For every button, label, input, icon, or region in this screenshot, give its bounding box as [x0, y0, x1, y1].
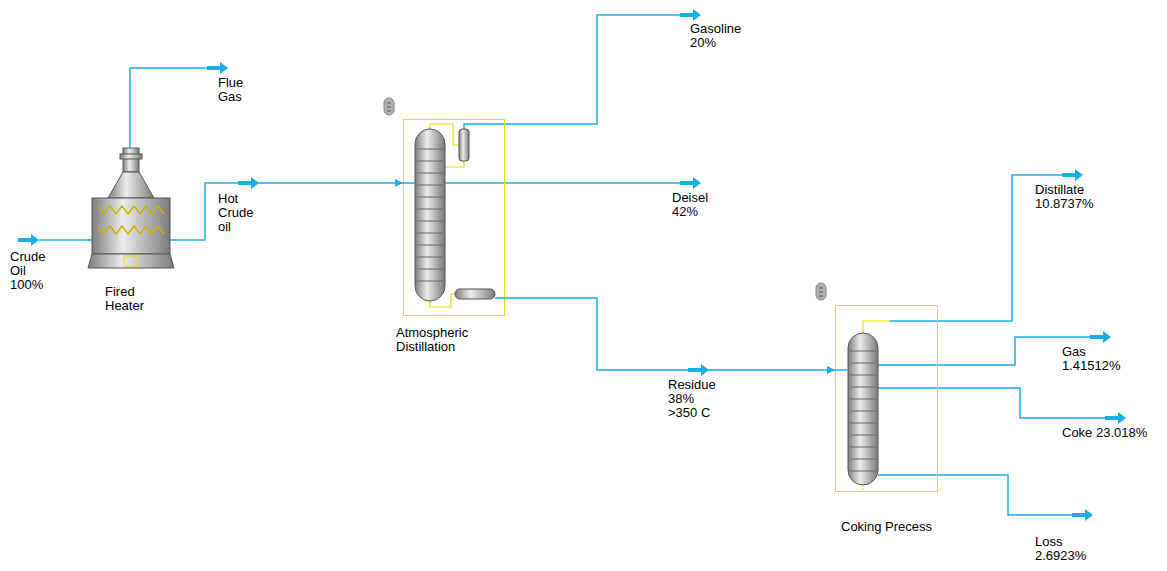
unit-label: Coking Precess [841, 520, 932, 534]
stack-ring [120, 154, 142, 159]
column-tray [417, 185, 443, 186]
reboiler [455, 289, 495, 299]
coking-unit: Coking Precess [835, 305, 938, 492]
column-tray [417, 209, 443, 210]
nozzle-line [835, 369, 848, 371]
stream-arrow [18, 234, 39, 246]
hint-icon [384, 98, 394, 115]
unit-label: Atmospheric Distillation [396, 326, 480, 354]
heater-base [88, 254, 174, 268]
column-tray [417, 173, 443, 174]
stream-label: Hot Crude oil [218, 192, 258, 234]
stream-label: Residue 38% >350 C [668, 378, 718, 420]
condenser [459, 129, 469, 161]
stream-arrow [680, 9, 701, 21]
fired-heater-drawing [88, 148, 174, 272]
gas-stream [878, 337, 1090, 365]
stream-label: Gas 1.41512% [1062, 345, 1128, 373]
column-tray [417, 149, 443, 150]
burner [124, 256, 138, 266]
process-stream [174, 183, 403, 240]
drawing-part [88, 148, 174, 268]
stream-label: Crude Oil 100% [10, 250, 50, 292]
drawing-part [403, 124, 505, 307]
nozzle-line [403, 183, 505, 298]
gasoline-stream [464, 15, 680, 129]
column-tray [850, 375, 876, 376]
coking-unit-drawing [835, 305, 938, 492]
stream-label: Loss 2.6923% [1035, 535, 1091, 563]
column-tray [417, 233, 443, 234]
hint-icon-mark [387, 103, 391, 111]
flue-gas-stream [130, 68, 207, 148]
hint-icon [384, 98, 826, 300]
heater-hood [108, 172, 154, 198]
column-tray [850, 471, 876, 472]
crude-oil-stream [39, 239, 92, 241]
heater-nozzle [88, 239, 174, 241]
stream-arrow [1105, 412, 1126, 424]
distillation-column [415, 129, 445, 301]
column-tray [417, 161, 443, 162]
unit-label: Fired Heater [105, 285, 151, 313]
column-tray [850, 435, 876, 436]
distillation-unit-drawing [403, 119, 505, 316]
heater-body [92, 198, 170, 254]
column-tray [417, 197, 443, 198]
fired-heater: Fired Heater [88, 148, 174, 272]
stream-lines [39, 15, 1105, 515]
stream-arrow [207, 62, 228, 74]
column-tray [850, 447, 876, 448]
stream-label: Flue Gas [218, 76, 254, 104]
process-stream [505, 298, 835, 370]
stream-label: Coke 23.018% [1062, 426, 1147, 440]
column-tray [417, 257, 443, 258]
column-tray [850, 387, 876, 388]
stream-arrows [18, 9, 1126, 521]
column-tray [850, 363, 876, 364]
distillation-unit: Atmospheric Distillation [403, 119, 505, 316]
column-tray [417, 245, 443, 246]
loss-stream [878, 475, 1072, 515]
stream-label: Gasoline 20% [690, 22, 750, 50]
coke-stream [878, 388, 1105, 418]
stream-arrow [680, 177, 701, 189]
drawing-part [835, 321, 890, 490]
stream-arrow [1072, 509, 1093, 521]
column-tray [417, 269, 443, 270]
stream-arrow [1090, 331, 1111, 343]
column-tray [850, 459, 876, 460]
column-tray [850, 399, 876, 400]
heater-coil [98, 206, 164, 214]
heater-coil [98, 226, 164, 234]
column-tray [417, 221, 443, 222]
stream-label: Deisel 42% [672, 191, 718, 219]
column-tray [850, 351, 876, 352]
heater-stack [123, 148, 139, 172]
diesel-stream [445, 182, 680, 184]
stream-label: Distillate 10.8737% [1035, 183, 1101, 211]
column-tray [417, 281, 443, 282]
column-tray [850, 423, 876, 424]
coking-column [848, 333, 878, 485]
hint-icon [816, 283, 826, 300]
hint-icon-mark [819, 288, 823, 296]
column-tray [850, 411, 876, 412]
stream-arrow [1062, 169, 1083, 181]
